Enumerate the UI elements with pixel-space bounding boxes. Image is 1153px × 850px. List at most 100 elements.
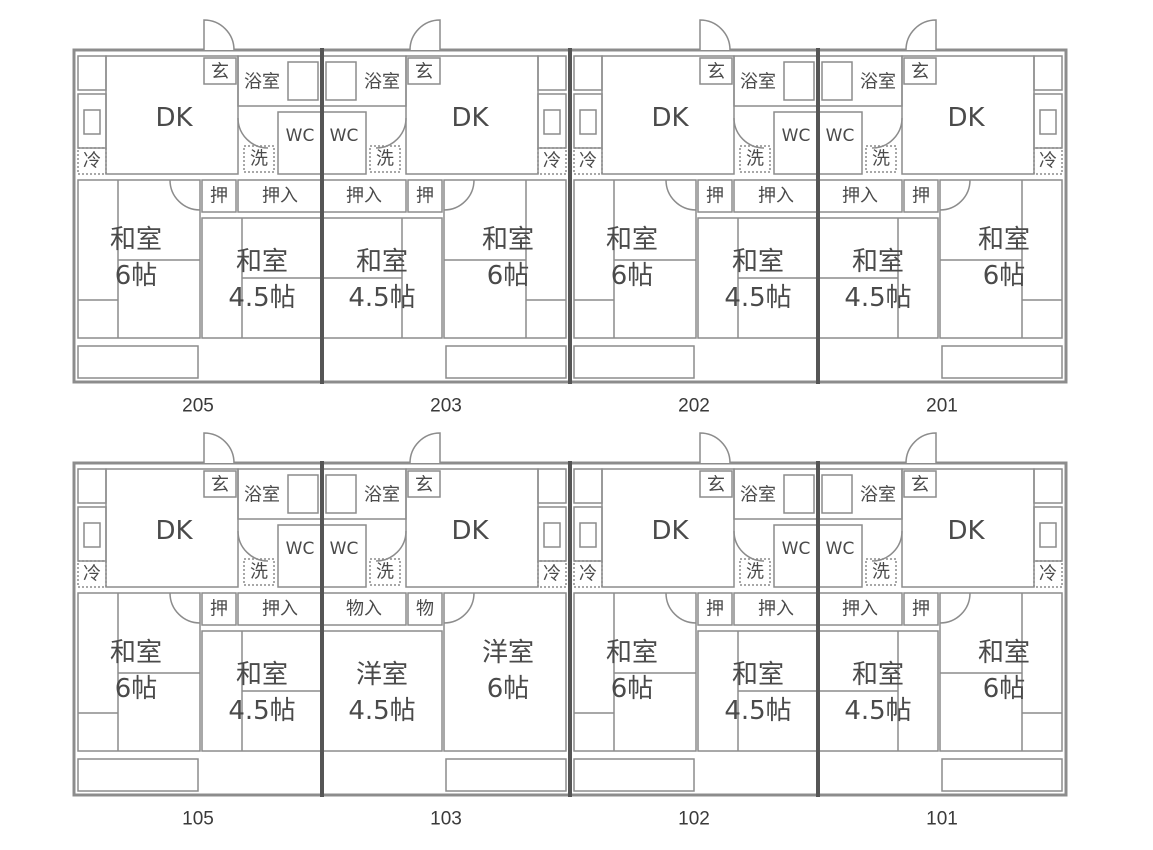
closet-small-label: 押 [210,599,228,620]
wc-label: WC [286,126,315,146]
bathtub [325,61,357,101]
closet-small [407,592,443,626]
room-large-name: 洋室 [482,638,534,668]
closet-small-label: 押 [706,599,724,620]
bath-label: 浴室 [364,485,400,506]
sink-basin [579,109,597,135]
bathtub [821,61,853,101]
room-large [939,592,1063,752]
kitchen-counter [573,55,603,91]
room-small-name: 和室 [852,660,904,690]
closet-large-label: 押入 [262,599,298,620]
room-door-arc [939,592,971,624]
fridge-label: 冷 [543,564,561,585]
wash-label: 洗 [250,562,268,583]
unit-number: 102 [678,809,710,830]
kitchen-sink [77,93,107,149]
room-large-name: 和室 [110,638,162,668]
kitchen-counter [573,468,603,504]
wash-door-arc [871,117,903,149]
wash-label: 洗 [250,149,268,170]
kitchen-sink [1033,506,1063,562]
genkan-label: 玄 [415,475,433,496]
closet-large-label: 押入 [262,186,298,207]
room-small-size: 4.5帖 [844,283,911,313]
closet-small [697,592,733,626]
room-small-name: 和室 [356,247,408,277]
room-large-name: 和室 [978,638,1030,668]
fridge-label: 冷 [579,151,597,172]
kitchen-counter [537,55,567,91]
dk-room [901,468,1035,588]
closet-small-label: 押 [210,186,228,207]
balcony [445,758,567,792]
sink-basin [83,522,101,548]
room-small-size: 4.5帖 [724,696,791,726]
sink-basin [579,522,597,548]
dk-label: DK [947,516,985,546]
bath-label: 浴室 [860,72,896,93]
room-door-arc [169,592,201,624]
kitchen-sink [573,506,603,562]
unit-shell [568,48,820,384]
room-large-name: 和室 [606,638,658,668]
wash-door-arc [375,530,407,562]
unit-number: 202 [678,396,710,417]
sink-basin [1039,109,1057,135]
unit-105-rooms: 冷DK玄浴室洗WC押押入和室6帖和室4.5帖 [72,432,324,797]
room-large [443,592,567,752]
unit-number: 103 [430,809,462,830]
unit-shell [816,461,1068,797]
room-small-size: 4.5帖 [348,283,415,313]
balcony [573,345,695,379]
genkan-label: 玄 [707,475,725,496]
room-small-name: 和室 [732,660,784,690]
genkan-label: 玄 [911,62,929,83]
bathtub [287,474,319,514]
wash-label: 洗 [872,562,890,583]
room-door-arc [665,179,697,211]
closet-large-label: 物入 [346,599,382,620]
balcony [445,345,567,379]
room-large-size: 6帖 [983,674,1026,704]
bathtub [287,61,319,101]
room-small [321,630,443,752]
closet-small-label: 押 [706,186,724,207]
entrance-door [699,19,731,51]
room-small-name: 和室 [236,660,288,690]
wash-label: 洗 [376,149,394,170]
room-large-size: 6帖 [115,261,158,291]
room-large [573,592,697,752]
genkan-label: 玄 [707,62,725,83]
unit-205-rooms: 冷DK玄浴室洗WC押押入和室6帖和室4.5帖 [72,19,324,384]
room-large-name: 和室 [606,225,658,255]
unit-shell [568,461,820,797]
sink-basin [543,109,561,135]
kitchen-counter [77,55,107,91]
closet-small [201,592,237,626]
wc-label: WC [826,126,855,146]
party-wall [568,48,572,384]
wc-label: WC [782,539,811,559]
room-large-size: 6帖 [487,674,530,704]
room-large-size: 6帖 [115,674,158,704]
room-large [939,179,1063,339]
dk-label: DK [451,516,489,546]
dk-label: DK [651,516,689,546]
unit-shell [320,48,572,384]
room-large-size: 6帖 [611,261,654,291]
fridge-label: 冷 [579,564,597,585]
unit-shell [72,48,324,384]
wash-label: 洗 [872,149,890,170]
wash-door-arc [237,530,269,562]
room-large [443,179,567,339]
genkan [203,57,237,85]
wash-door-arc [871,530,903,562]
room-large-size: 6帖 [983,261,1026,291]
dk-label: DK [451,103,489,133]
kitchen-counter [1033,55,1063,91]
room-door-arc [169,179,201,211]
